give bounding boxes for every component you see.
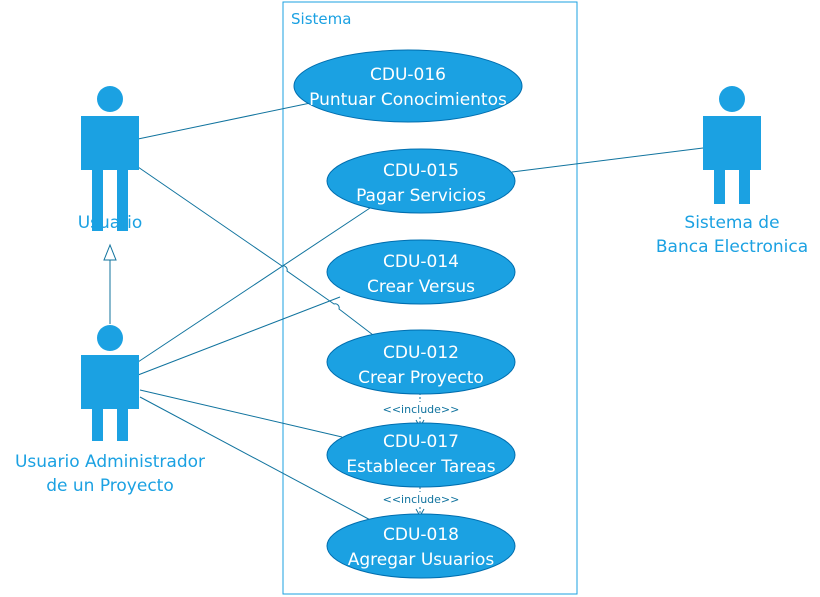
- use-case-ellipse: [326, 329, 516, 395]
- use-case-code: CDU-012: [383, 343, 459, 363]
- use-case-ellipse: [326, 148, 516, 214]
- use-case-ellipse: [326, 513, 516, 579]
- include-label-1: <<include>>: [383, 403, 460, 416]
- actor-label-line: Usuario Administrador: [15, 452, 205, 472]
- use-case-name: Puntuar Conocimientos: [309, 90, 507, 110]
- association-usuario-cdu-016: [137, 100, 321, 140]
- actor-figure-icon: [703, 86, 761, 204]
- use-case-name: Pagar Servicios: [356, 186, 486, 206]
- use-case-cdu-018[interactable]: CDU-018 Agregar Usuarios: [326, 513, 516, 579]
- use-case-code: CDU-016: [370, 65, 446, 85]
- association-banca-cdu-015: [511, 147, 704, 173]
- actor-label-line: Sistema de: [684, 213, 779, 233]
- include-label-bg-1: [380, 402, 462, 416]
- use-case-cdu-017[interactable]: CDU-017 Establecer Tareas: [326, 422, 516, 488]
- use-case-name: Crear Versus: [367, 277, 475, 297]
- use-case-name: Establecer Tareas: [346, 457, 495, 477]
- actor-admin[interactable]: Usuario Administrador de un Proyecto: [15, 325, 205, 496]
- actor-banca[interactable]: Sistema de Banca Electronica: [656, 86, 808, 257]
- use-case-ellipse: [326, 422, 516, 488]
- actor-figure-icon: [81, 325, 139, 441]
- association-admin-cdu-015: [137, 207, 371, 363]
- use-case-cdu-012[interactable]: CDU-012 Crear Proyecto: [326, 329, 516, 395]
- association-admin-cdu-018: [139, 396, 377, 524]
- actor-label-line: de un Proyecto: [46, 476, 174, 496]
- association-admin-cdu-017: [139, 389, 343, 438]
- use-case-ellipse: [293, 49, 523, 123]
- use-case-code: CDU-017: [383, 432, 459, 452]
- actor-label-line: Usuario: [78, 213, 143, 233]
- use-case-name: Agregar Usuarios: [348, 550, 495, 570]
- use-case-code: CDU-015: [383, 161, 459, 181]
- actor-usuario[interactable]: Usuario: [78, 86, 143, 233]
- include-label-2: <<include>>: [383, 493, 460, 506]
- include-label-bg-2: [380, 492, 462, 506]
- use-case-cdu-016[interactable]: CDU-016 Puntuar Conocimientos: [293, 49, 523, 123]
- use-case-name: Crear Proyecto: [358, 368, 484, 388]
- actor-label-line: Banca Electronica: [656, 237, 808, 257]
- system-boundary: [282, 1, 578, 595]
- use-case-code: CDU-014: [383, 252, 459, 272]
- association-admin-cdu-014: [137, 296, 341, 376]
- use-case-code: CDU-018: [383, 525, 459, 545]
- generalization-arrowhead: [103, 243, 117, 261]
- use-case-cdu-015[interactable]: CDU-015 Pagar Servicios: [326, 148, 516, 214]
- use-case-cdu-014[interactable]: CDU-014 Crear Versus: [326, 239, 516, 305]
- actor-figure-icon: [81, 86, 139, 231]
- system-title: Sistema: [291, 10, 351, 28]
- use-case-ellipse: [326, 239, 516, 305]
